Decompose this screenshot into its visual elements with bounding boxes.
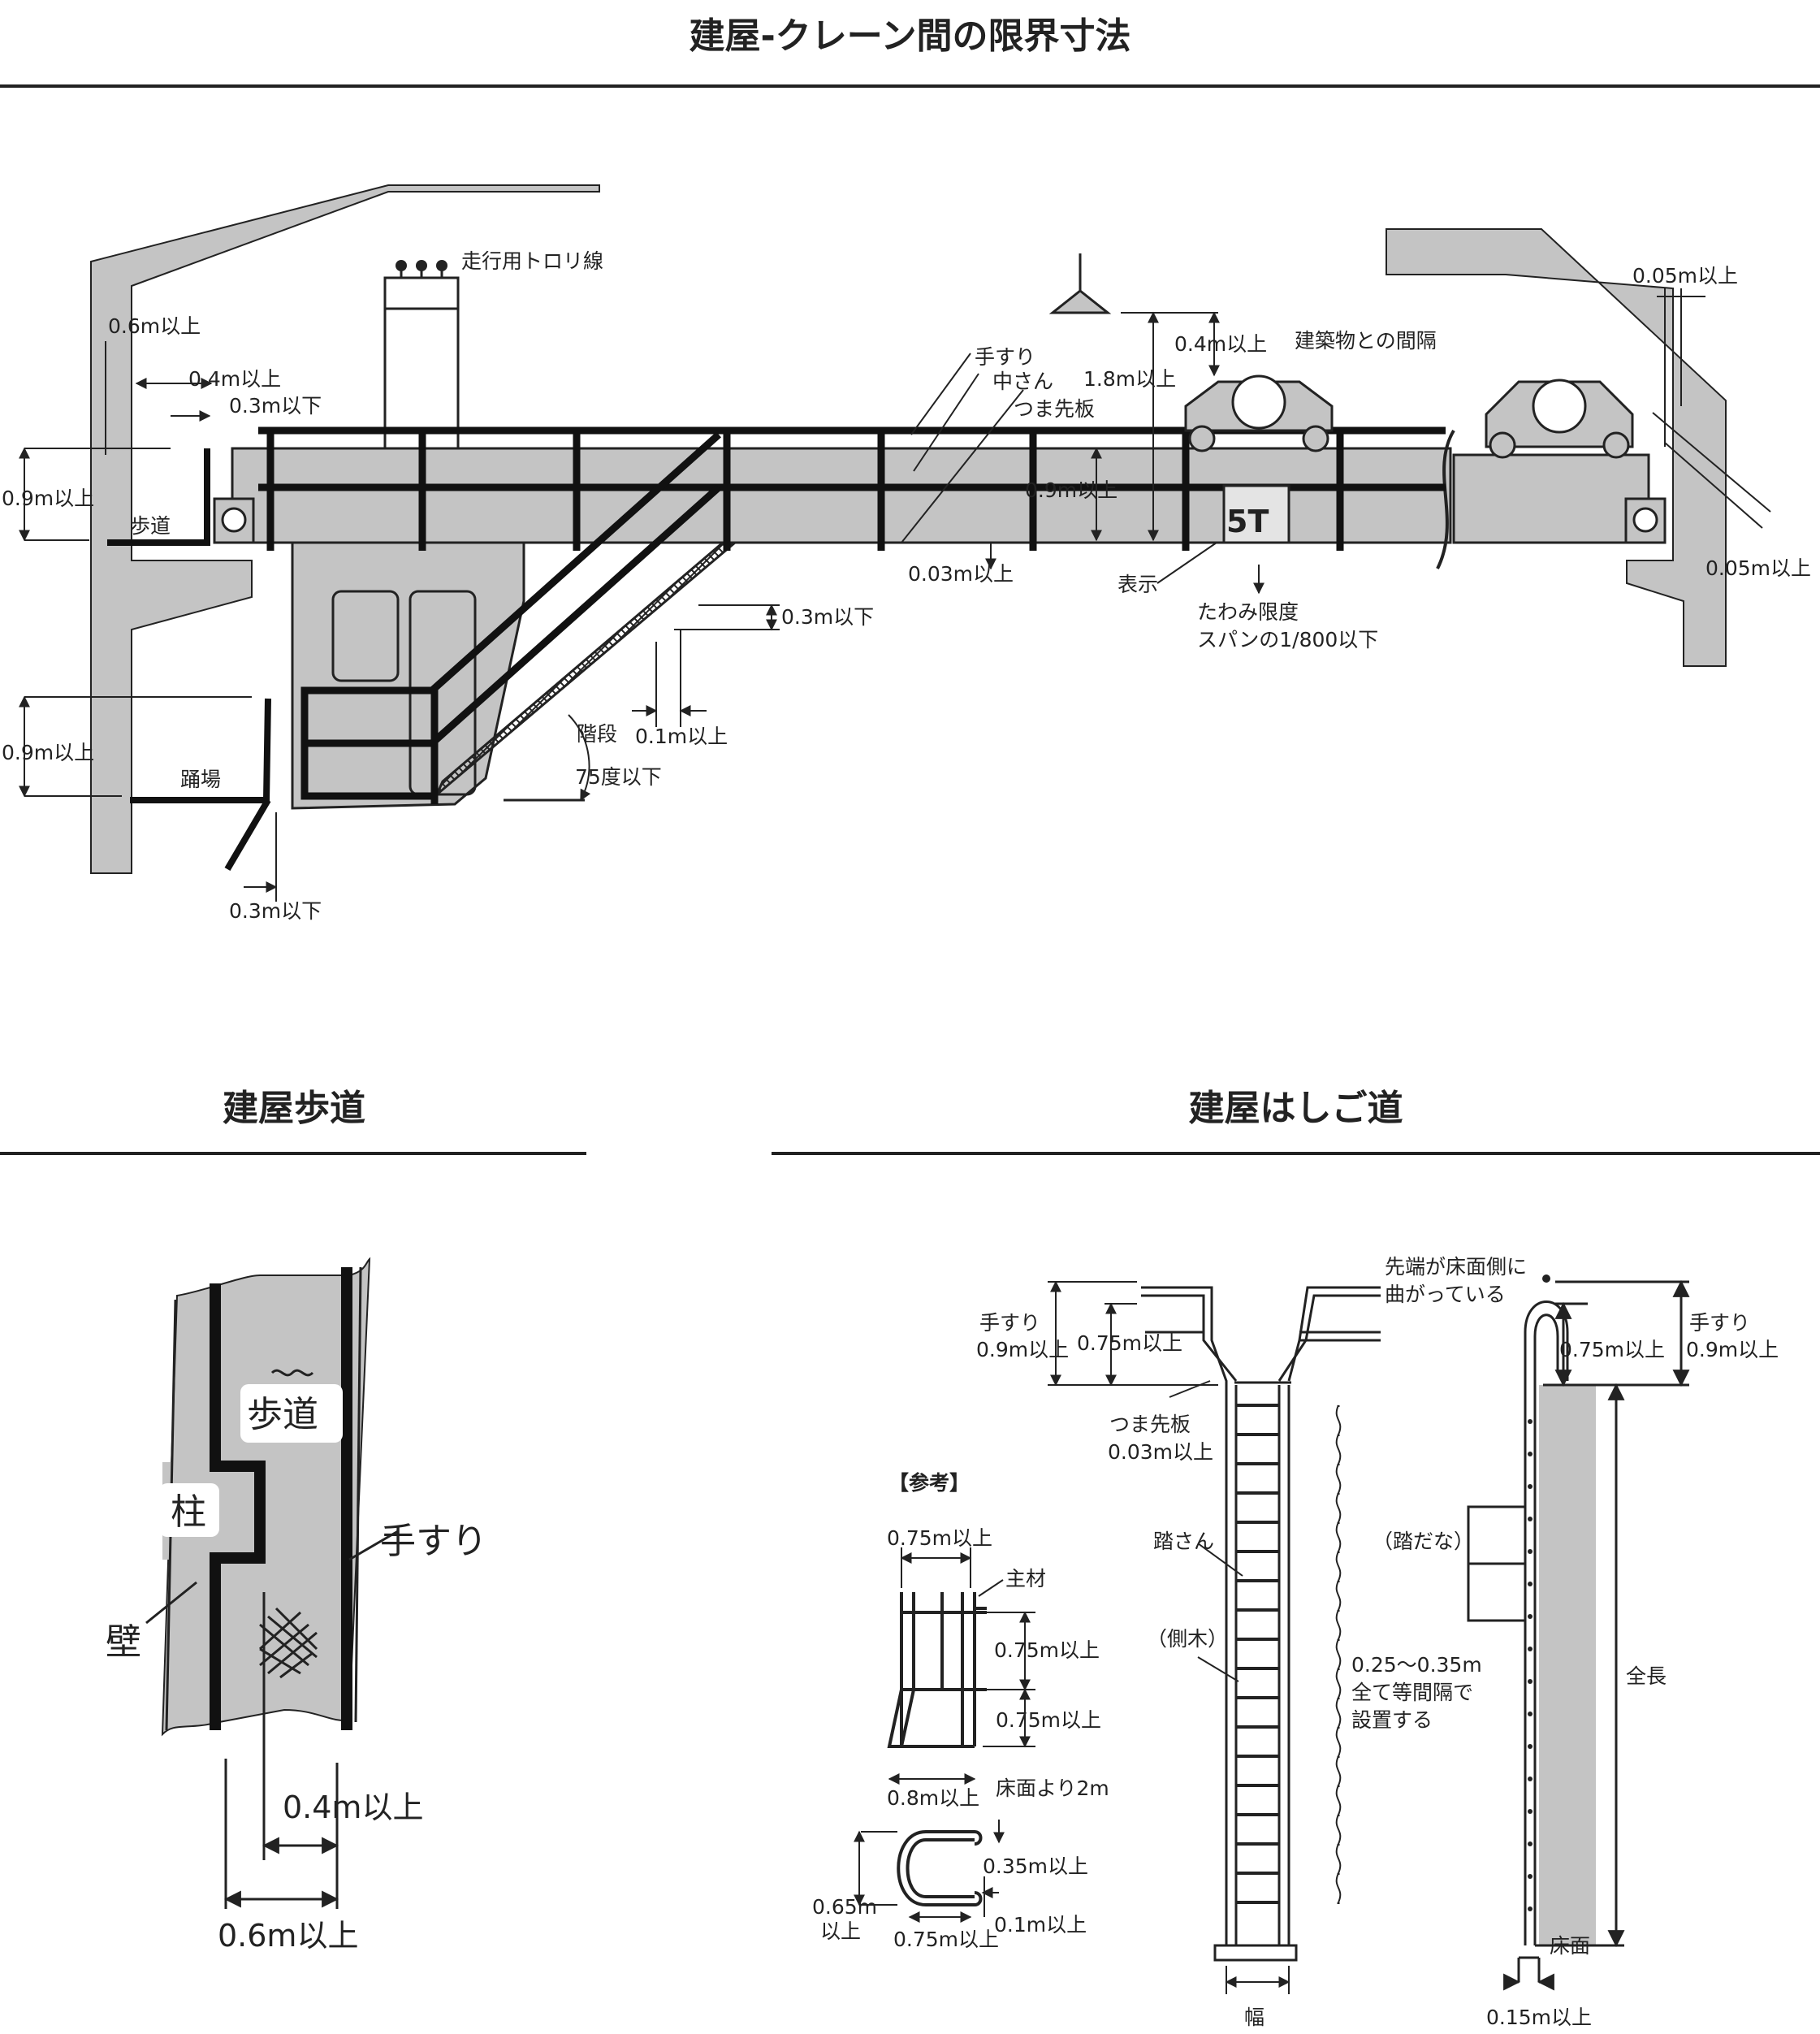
- capacity-sign: [1222, 484, 1290, 544]
- ladder-dim-0-15: 0.15m以上: [1486, 2006, 1592, 2029]
- toe-board-label: つま先板: [1014, 397, 1095, 421]
- walkway-walk-label: 歩道: [247, 1394, 318, 1435]
- ladder-handrail-left-2: 0.9m以上: [976, 1338, 1069, 1361]
- deflection-label-2: スパンの1/800以下: [1197, 628, 1378, 651]
- handrail-label: 手すり: [975, 345, 1035, 369]
- ladder-width-label: 幅: [1244, 2006, 1264, 2029]
- trolley-2: [1485, 379, 1634, 459]
- crane-girder-right: [1452, 453, 1650, 544]
- ladder-diagram: 先端が床面側に 曲がっている 手すり 0.9m以上 0.75m以上 手すり 0.…: [812, 1255, 1779, 2029]
- walkway-dim-0-6: 0.6m以上: [218, 1918, 358, 1954]
- ladder-handrail-left-1: 手すり: [979, 1311, 1040, 1335]
- ladder-dim-0-75-right: 0.75m以上: [1559, 1338, 1665, 1361]
- ladder-wall: [1539, 1385, 1596, 1945]
- dim-0-3-below-a: 0.3m以下: [229, 394, 322, 418]
- ladder-handrail-right-2: 0.9m以上: [1686, 1338, 1779, 1361]
- cage-bottom-dim: 0.8m以上: [887, 1786, 979, 1810]
- dim-0-05-right: 0.05m以上: [1705, 556, 1811, 580]
- walkway-title-rule: [0, 1152, 586, 1155]
- ladder-handrail-right-1: 手すり: [1689, 1311, 1750, 1335]
- cage-height-dim-2: 0.75m以上: [996, 1708, 1101, 1732]
- dim-0-9-left-2: 0.9m以上: [2, 741, 94, 764]
- hoop-dim-0-75: 0.75m以上: [893, 1928, 999, 1951]
- cage-height-dim-1: 0.75m以上: [994, 1638, 1100, 1662]
- dim-0-9-rail: 0.9m以上: [1025, 478, 1118, 502]
- hoop-dim-0-65-2: 以上: [820, 1919, 861, 1943]
- hoop-dim-0-65-1: 0.65m: [812, 1895, 877, 1919]
- ladder-title: 建屋はしご道: [1188, 1088, 1403, 1129]
- walkway-diagram: 歩道 柱 壁 手すり 0.4m以上 0.6m以上: [106, 1257, 487, 1954]
- ladder-rung-label: 踏さん: [1153, 1530, 1214, 1553]
- stair-stringer: [435, 541, 739, 796]
- hoop-dim-0-35: 0.35m以上: [983, 1854, 1088, 1878]
- ladder-toe-label-1: つま先板: [1109, 1413, 1191, 1436]
- dim-0-4-above: 0.4m以上: [188, 367, 281, 391]
- ladder-spacing-1: 0.25～0.35m: [1351, 1653, 1482, 1677]
- dim-1-8: 1.8m以上: [1083, 367, 1176, 391]
- cage-from-floor: 床面より2m: [996, 1777, 1109, 1800]
- crane-diagram: 走行用トロリ線 0.6m以上 0.4m以上 0.3m以下 0.9m以上 歩道 0…: [2, 184, 1811, 923]
- main-title-rule: [0, 84, 1820, 88]
- sign-label: 表示: [1118, 573, 1158, 596]
- ladder-title-rule: [772, 1152, 1820, 1155]
- dim-0-9-left-1: 0.9m以上: [2, 487, 94, 510]
- walkway-wall-label: 壁: [106, 1621, 141, 1663]
- deflection-label-1: たわみ限度: [1197, 600, 1299, 624]
- stairs-label: 階段: [577, 722, 617, 746]
- ladder-side-rail-label: （側木）: [1147, 1627, 1228, 1651]
- ladder-step-shelf-label: （踏だな）: [1373, 1530, 1474, 1553]
- ladder-total-length: 全長: [1626, 1664, 1667, 1688]
- ladder-tip-label-1: 先端が床面側に: [1385, 1255, 1527, 1279]
- dim-0-3-below-b: 0.3m以下: [229, 899, 322, 923]
- ladder-toe-label-2: 0.03m以上: [1108, 1440, 1213, 1464]
- ladder-spacing-2: 全て等間隔で: [1351, 1681, 1473, 1704]
- walkway-dim-0-4: 0.4m以上: [283, 1789, 423, 1825]
- trolley-1: [1184, 374, 1334, 452]
- walkway-title: 建屋歩道: [223, 1088, 365, 1129]
- hoop-dim-0-1: 0.1m以上: [994, 1913, 1087, 1937]
- building-gap-label: 建築物との間隔: [1295, 329, 1437, 353]
- ladder-tip-label-2: 曲がっている: [1385, 1283, 1506, 1306]
- dim-0-3-below-c: 0.3m以下: [781, 605, 874, 629]
- angle-label: 75度以下: [575, 765, 662, 789]
- cage-main-member: 主材: [1005, 1567, 1046, 1590]
- left-building: [90, 184, 600, 874]
- capacity-sign-text: 5T: [1226, 504, 1269, 539]
- operator-cab: [291, 541, 525, 810]
- walkway-column-label: 柱: [171, 1491, 206, 1533]
- walkway-handrail-label: 手すり: [380, 1521, 487, 1562]
- walkway-label: 歩道: [130, 514, 171, 538]
- cage-width-dim: 0.75m以上: [887, 1526, 992, 1550]
- ladder-floor-label: 床面: [1550, 1934, 1590, 1958]
- dim-0-03: 0.03m以上: [908, 562, 1014, 586]
- ladder-reference-label: 【参考】: [888, 1471, 970, 1495]
- dim-0-4-building: 0.4m以上: [1174, 332, 1267, 356]
- mid-rail-label: 中さん: [992, 370, 1053, 393]
- dim-0-05-top: 0.05m以上: [1632, 264, 1738, 288]
- right-building: [1386, 228, 1727, 667]
- dim-0-1: 0.1m以上: [635, 725, 728, 748]
- dim-0-6-above: 0.6m以上: [108, 314, 201, 338]
- ladder-spacing-3: 設置する: [1351, 1708, 1433, 1732]
- landing-label: 踊場: [180, 768, 221, 791]
- trolley-wire-label: 走行用トロリ線: [461, 249, 603, 273]
- ladder-dim-0-75-left: 0.75m以上: [1077, 1331, 1182, 1355]
- main-title: 建屋-クレーン間の限界寸法: [689, 15, 1131, 57]
